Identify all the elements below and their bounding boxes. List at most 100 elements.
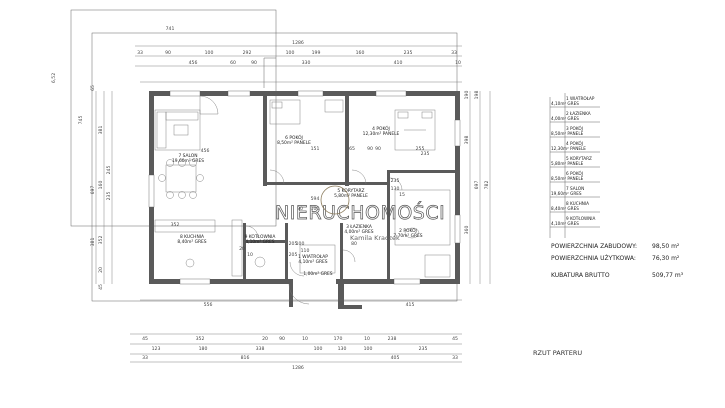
watermark-logo-icon xyxy=(320,185,350,215)
dim-bottom-row1: 10 xyxy=(364,336,370,342)
dim-bottom-row1: 45 xyxy=(142,336,148,342)
dim-interior: 255 xyxy=(416,146,425,152)
room-area: 7,70m² GRES xyxy=(393,233,422,239)
dim-left: 352 xyxy=(98,236,104,245)
dim-bottom-total: 1286 xyxy=(292,365,304,371)
dim-bottom-row1: 90 xyxy=(279,336,285,342)
legend-room-name: 9 KOTŁOWNIA xyxy=(566,216,596,221)
legend-room-name: 7 SALON xyxy=(566,186,584,191)
door-swings xyxy=(199,95,403,305)
dim-bottom-row1: 20 xyxy=(262,336,268,342)
dim-interior: 65 xyxy=(349,146,355,152)
dim-interior: 20 xyxy=(239,246,245,252)
dim-bottom-inner: 415 xyxy=(406,302,415,308)
legend-room-name: 2 ŁAZIENKA xyxy=(566,111,591,116)
summary-value: 509,77 m³ xyxy=(652,272,684,279)
room-area: 8,50m² PANELE xyxy=(277,140,311,146)
dim-left: 245 xyxy=(106,166,112,175)
dim-bottom-row2: 180 xyxy=(199,346,208,352)
room-name: 4 POKÓJ xyxy=(372,125,390,132)
legend-room-area: 4,00m² GRES xyxy=(551,116,579,121)
bottom-inner-dims: 556 415 xyxy=(204,302,415,308)
interior-walls xyxy=(243,96,455,279)
dim-top-row2: 10 xyxy=(455,60,461,66)
window-openings xyxy=(148,90,461,285)
dim-top-row1: 292 xyxy=(243,50,252,56)
room-name: 7 SALON xyxy=(178,153,197,159)
dim-top-row1: 33 xyxy=(451,50,457,56)
dim-top-row1: 100 xyxy=(205,50,214,56)
room-area: 5,80m² PANELE xyxy=(334,193,368,199)
room-area: 19,60m² GRES xyxy=(172,158,204,164)
top-dimension-lines xyxy=(135,45,462,83)
legend-room-name: 8 KUCHNIA xyxy=(566,201,589,206)
dim-top-row1: 90 xyxy=(165,50,171,56)
dim-top-row1: 160 xyxy=(356,50,365,56)
dim-bottom-row3: 816 xyxy=(241,355,250,361)
legend-room-name: 5 KORYTARZ xyxy=(566,156,592,161)
room-area: 1,00m² GRES xyxy=(303,271,332,277)
dim-top-row2: 330 xyxy=(302,60,311,66)
legend-room-area: 8,50m² PANELE xyxy=(551,176,584,181)
dim-interior: 100 xyxy=(296,241,305,247)
dim-left: 381 xyxy=(98,126,104,135)
dim-bottom-row2: 100 xyxy=(364,346,373,352)
dim-right: 190 xyxy=(464,91,470,100)
bottom-dimension-lines xyxy=(130,299,462,363)
dim-interior: 130 xyxy=(391,186,400,192)
dim-bottom-row2: 123 xyxy=(152,346,161,352)
legend-room-name: 4 POKÓJ xyxy=(566,141,583,146)
dim-interior: 15 xyxy=(399,192,405,198)
furniture xyxy=(154,99,451,278)
legend-room-area: 8,40m² GRES xyxy=(551,206,579,211)
legend-room-area: 4,10m² GRES xyxy=(551,101,579,106)
dim-bottom-row1: 352 xyxy=(196,336,205,342)
legend-room-area: 8,50m² PANELE xyxy=(551,131,584,136)
dim-interior: 594 xyxy=(311,196,320,202)
summary-label: POWIERZCHNIA UŻYTKOWA: xyxy=(551,255,636,262)
room-name: 9 KOTŁOWNIA xyxy=(245,234,276,240)
dim-interior: 110 xyxy=(301,248,310,254)
room-name: 1 WIATROŁAP xyxy=(298,254,328,260)
dim-bottom-row3: 33 xyxy=(452,355,458,361)
dim-right: 360 xyxy=(464,226,470,235)
room-area: 4,00m² GRES xyxy=(344,229,373,235)
legend-room-area: 19,60m² GRES xyxy=(551,191,582,196)
dim-bottom-row1: 170 xyxy=(334,336,343,342)
legend-room-name: 3 POKÓJ xyxy=(566,126,583,131)
dim-top-row2: 90 xyxy=(251,60,257,66)
legend-room-area: 5,80m² PANELE xyxy=(551,161,584,166)
room-legend-table xyxy=(549,93,566,238)
dim-right: 697 xyxy=(474,181,480,190)
summary-value: 98,50 m² xyxy=(652,243,680,250)
dim-top-row1: 199 xyxy=(312,50,321,56)
dim-bottom-row2: 100 xyxy=(314,346,323,352)
dim-top-row1: 100 xyxy=(286,50,295,56)
dim-interior: 90 xyxy=(297,206,303,212)
dim-top-row1: 235 xyxy=(404,50,413,56)
room-name: 3 ŁAZIENKA xyxy=(346,224,372,230)
dim-top-row2: 60 xyxy=(230,60,236,66)
room-name: 8 KUCHNIA xyxy=(180,234,204,240)
top-dim-row-1: 33 90 100 292 100 199 160 235 33 xyxy=(137,50,457,56)
dim-interior: 10 xyxy=(247,252,253,258)
summary-label: KUBATURA BRUTTO xyxy=(551,272,610,279)
drawing-title: RZUT PARTERU xyxy=(533,349,582,357)
room-name: 6 POKÓJ xyxy=(285,134,303,141)
dim-bottom-row1: 45 xyxy=(452,336,458,342)
dim-left: 20 xyxy=(98,267,104,273)
dim-top-row1: 33 xyxy=(137,50,143,56)
room-name: 2 POKÓJ xyxy=(399,227,417,234)
dim-bottom-inner: 556 xyxy=(204,302,213,308)
dim-bottom-row3: 405 xyxy=(391,355,400,361)
legend-room-name: 6 POKÓJ xyxy=(566,171,583,176)
legend-room-area: 12,30m² PANELE xyxy=(551,146,586,151)
dim-right: 782 xyxy=(484,181,490,190)
room-name: 5 KORYTARZ xyxy=(337,188,364,194)
